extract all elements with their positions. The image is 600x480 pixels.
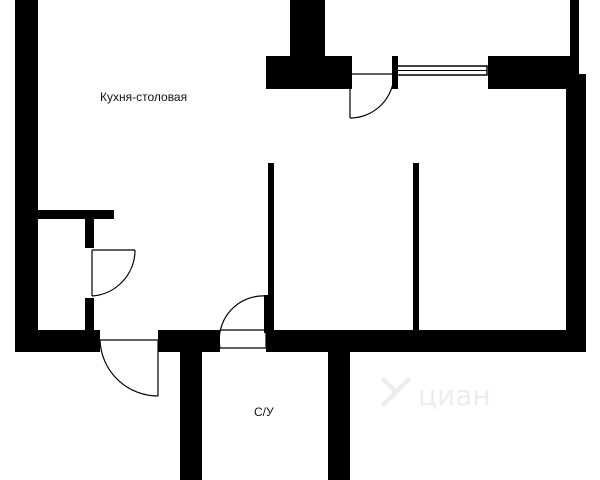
door-closet — [91, 249, 136, 297]
room-label-bathroom: С/У — [254, 405, 274, 419]
wall-partition-2 — [413, 163, 419, 333]
wall-closet-top — [38, 210, 114, 219]
wall-top-right-block — [488, 56, 578, 89]
wall-bottom-left — [15, 330, 100, 352]
watermark: циан — [380, 376, 491, 412]
wall-far-right-top — [570, 0, 579, 74]
wall-right — [566, 74, 586, 352]
walls — [15, 0, 586, 480]
wall-closet-side — [85, 210, 94, 248]
door-entrance — [99, 339, 159, 397]
wall-bottom-mid — [158, 330, 220, 352]
doors — [91, 73, 395, 397]
wall-bath-left — [180, 352, 202, 480]
watermark-text: циан — [418, 379, 491, 412]
cian-logo-icon — [380, 376, 412, 408]
wall-top-mid-horizontal — [266, 56, 352, 89]
wall-left — [15, 0, 38, 352]
wall-closet-bottom — [85, 298, 94, 330]
door-balcony — [349, 73, 395, 119]
wall-bottom-right — [266, 330, 586, 352]
door-bathroom — [218, 295, 267, 349]
window — [392, 56, 488, 89]
room-label-kitchen-dining: Кухня-столовая — [100, 90, 187, 104]
wall-bath-right — [328, 352, 350, 480]
wall-partition-1 — [268, 163, 274, 333]
